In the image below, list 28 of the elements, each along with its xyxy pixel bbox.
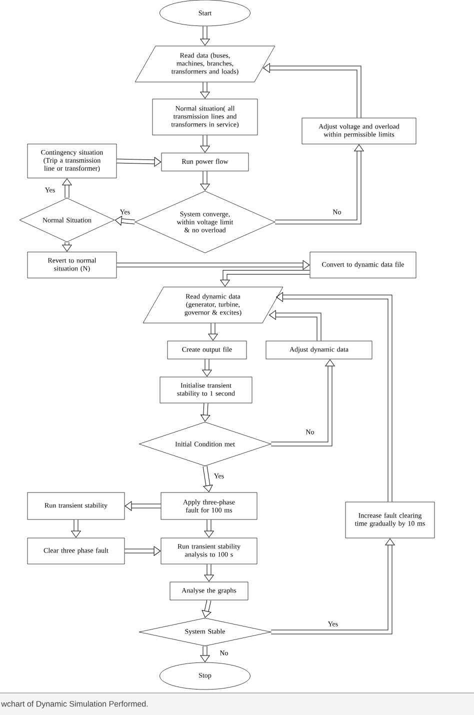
arrow: [202, 466, 213, 492]
arrow: [200, 135, 210, 153]
arrow: [62, 242, 72, 252]
arrow: [71, 520, 81, 538]
arrow: [202, 600, 212, 618]
arrow: [200, 171, 210, 191]
arrow: [200, 26, 210, 46]
arrow: [263, 63, 362, 118]
arrow: [200, 646, 210, 662]
arrow: [202, 359, 212, 377]
arrow: [116, 260, 310, 270]
arrow: [116, 157, 162, 167]
caption: wchart of Dynamic Simulation Performed.: [0, 694, 474, 715]
arrow: [124, 501, 161, 511]
arrow: [275, 144, 364, 224]
arrow: [271, 538, 395, 634]
arrow: [204, 520, 214, 538]
arrow: [200, 82, 210, 99]
arrow: [208, 323, 218, 341]
arrow: [269, 310, 322, 341]
arrow: [200, 403, 210, 422]
arrow: [204, 564, 214, 582]
arrow: [276, 292, 392, 502]
arrow: [124, 546, 161, 556]
arrow: [114, 216, 136, 226]
arrow: [220, 270, 310, 287]
arrow: [62, 178, 72, 198]
arrow: [271, 359, 335, 446]
